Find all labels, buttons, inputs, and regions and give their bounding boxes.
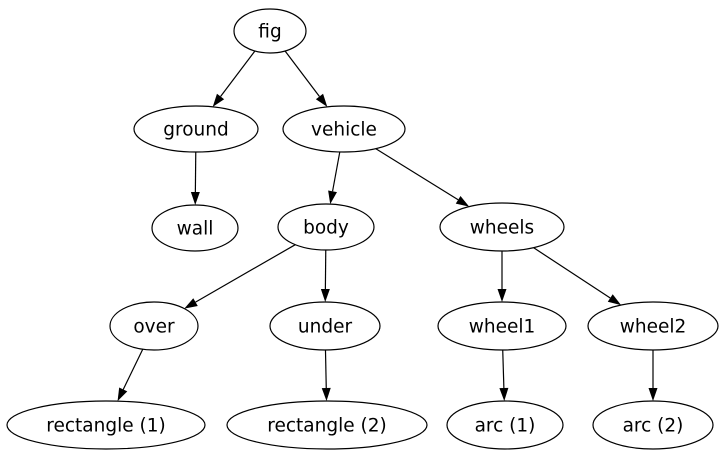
node-ellipse (446, 400, 564, 450)
node-ellipse (437, 301, 567, 351)
node-label: wall (177, 219, 214, 240)
node-rectangle2: rectangle (2) (226, 400, 428, 450)
node-ellipse (233, 8, 307, 54)
node-ellipse (592, 400, 714, 450)
edge-arrowhead (455, 195, 470, 207)
node-label: fig (258, 22, 281, 43)
edges-layer (117, 50, 658, 402)
edge-wheel2-arc2 (648, 350, 658, 401)
edge-line (220, 50, 256, 97)
node-wheels: wheels (439, 202, 565, 252)
nodes-layer: fig ground vehicle wall body wheels over under w… (6, 8, 719, 450)
node-label: ground (163, 120, 228, 141)
edge-arrowhead (497, 289, 507, 302)
node-label: arc (1) (475, 416, 536, 437)
edge-arrowhead (190, 191, 200, 205)
node-arc1: arc (1) (446, 400, 564, 450)
node-wheel2: wheel2 (587, 301, 719, 351)
edge-over-rectangle1 (117, 348, 144, 402)
node-ellipse (269, 301, 381, 351)
edge-arrowhead (499, 387, 509, 401)
node-ellipse (151, 204, 239, 252)
node-rectangle1: rectangle (1) (6, 400, 206, 450)
node-label: under (298, 317, 353, 338)
edge-arrowhead (315, 93, 328, 107)
node-label: vehicle (311, 120, 377, 141)
edge-line (331, 151, 341, 192)
node-ellipse (109, 301, 199, 351)
node-label: wheel1 (469, 317, 536, 338)
node-label: arc (2) (623, 416, 684, 437)
node-vehicle: vehicle (282, 105, 406, 153)
node-over: over (109, 301, 199, 351)
edge-body-over (184, 244, 296, 309)
node-ellipse (587, 301, 719, 351)
node-label: body (303, 218, 349, 239)
edge-wheels-wheel1 (497, 251, 507, 302)
node-wall: wall (151, 204, 239, 252)
edge-vehicle-body (328, 151, 341, 205)
edge-arrowhead (117, 387, 128, 402)
edge-fig-ground (212, 50, 256, 107)
edge-under-rectangle2 (321, 349, 331, 401)
node-ellipse (282, 105, 406, 153)
edge-ground-wall (190, 151, 200, 205)
edge-line (533, 247, 611, 299)
node-body: body (277, 203, 375, 251)
edge-wheels-wheel2 (533, 247, 622, 306)
edge-fig-vehicle (284, 50, 328, 107)
node-label: rectangle (2) (267, 416, 386, 437)
edge-line (284, 50, 320, 97)
node-fig: fig (233, 8, 307, 54)
edge-line (195, 244, 296, 303)
node-label: rectangle (1) (46, 416, 165, 437)
edge-vehicle-wheels (375, 148, 470, 207)
edge-line (375, 148, 459, 201)
edge-arrowhead (607, 294, 622, 306)
edge-arrowhead (321, 387, 331, 401)
node-ellipse (226, 400, 428, 450)
node-label: wheel2 (620, 317, 687, 338)
edge-arrowhead (328, 190, 337, 205)
edge-wheel1-arc1 (499, 349, 509, 401)
node-arc2: arc (2) (592, 400, 714, 450)
node-label: over (133, 317, 175, 338)
edge-arrowhead (212, 93, 225, 107)
edge-line (502, 349, 505, 389)
edge-line (324, 349, 327, 389)
node-ellipse (277, 203, 375, 251)
node-ellipse (133, 105, 259, 153)
edge-body-under (320, 249, 330, 302)
node-under: under (269, 301, 381, 351)
node-ground: ground (133, 105, 259, 153)
node-ellipse (439, 202, 565, 252)
edge-arrowhead (648, 388, 658, 401)
node-label: wheels (470, 218, 534, 239)
edge-line (122, 348, 144, 390)
node-ellipse (6, 400, 206, 450)
edge-arrowhead (320, 288, 330, 302)
edge-arrowhead (184, 298, 198, 309)
node-wheel1: wheel1 (437, 301, 567, 351)
